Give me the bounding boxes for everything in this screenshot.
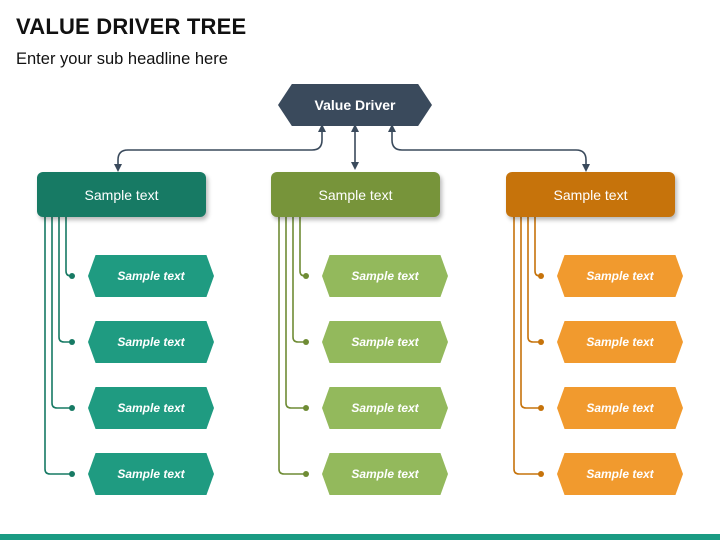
page-title: VALUE DRIVER TREE bbox=[16, 14, 247, 39]
branch-1-leaf-1: Sample text bbox=[88, 255, 214, 297]
branch-header-1: Sample text bbox=[37, 172, 206, 217]
branch-3-leaf-4: Sample text bbox=[557, 453, 683, 495]
page-subtitle: Enter your sub headline here bbox=[16, 50, 228, 68]
branch-3-leaf-2-label: Sample text bbox=[586, 335, 654, 349]
connector-dot-branch-1-leaf-3 bbox=[69, 405, 75, 411]
branch-header-2-label: Sample text bbox=[318, 186, 393, 203]
connector-branch-3-leaf-3 bbox=[520, 217, 541, 409]
connector-branch-2-leaf-1 bbox=[299, 217, 306, 277]
connector-dot-branch-2-leaf-2 bbox=[303, 339, 309, 345]
connector-dot-branch-3-leaf-3 bbox=[538, 405, 544, 411]
connector-root-right bbox=[388, 124, 590, 172]
branch-1-leaf-4-label: Sample text bbox=[117, 467, 185, 481]
connector-branch-2-leaf-4 bbox=[278, 217, 306, 475]
connector-dot-branch-2-leaf-1 bbox=[303, 273, 309, 279]
connector-branch-3-leaf-4 bbox=[513, 217, 541, 475]
connector-branch-2-leaf-2 bbox=[292, 217, 306, 343]
branch-2-leaf-1-label: Sample text bbox=[351, 269, 419, 283]
connector-branch-1-leaf-2 bbox=[58, 217, 72, 343]
branch-header-2: Sample text bbox=[271, 172, 440, 217]
branch-3-leaf-3: Sample text bbox=[557, 387, 683, 429]
branch-3-leaf-1: Sample text bbox=[557, 255, 683, 297]
branch-header-3-label: Sample text bbox=[553, 186, 628, 203]
branch-2-leaf-1: Sample text bbox=[322, 255, 448, 297]
connector-dot-branch-3-leaf-2 bbox=[538, 339, 544, 345]
connector-dot-branch-3-leaf-1 bbox=[538, 273, 544, 279]
branch-2-leaf-2: Sample text bbox=[322, 321, 448, 363]
branch-2-leaf-4: Sample text bbox=[322, 453, 448, 495]
branch-header-1-label: Sample text bbox=[84, 186, 159, 203]
branch-3-leaf-2: Sample text bbox=[557, 321, 683, 363]
branch-1-leaf-2-label: Sample text bbox=[117, 335, 185, 349]
branch-3-leaf-4-label: Sample text bbox=[586, 467, 654, 481]
branch-1-leaf-4: Sample text bbox=[88, 453, 214, 495]
branch-1-leaf-3: Sample text bbox=[88, 387, 214, 429]
branch-3-leaf-3-label: Sample text bbox=[586, 401, 654, 415]
branch-1-leaf-3-label: Sample text bbox=[117, 401, 185, 415]
branch-2-leaf-3-label: Sample text bbox=[351, 401, 419, 415]
connector-branch-2-leaf-3 bbox=[285, 217, 306, 409]
branch-2-leaf-3: Sample text bbox=[322, 387, 448, 429]
branch-1-leaf-2: Sample text bbox=[88, 321, 214, 363]
connector-dot-branch-1-leaf-4 bbox=[69, 471, 75, 477]
connector-branch-3-leaf-2 bbox=[527, 217, 541, 343]
connector-dot-branch-3-leaf-4 bbox=[538, 471, 544, 477]
branch-2-leaf-4-label: Sample text bbox=[351, 467, 419, 481]
connector-branch-3-leaf-1 bbox=[534, 217, 541, 277]
connector-branch-1-leaf-4 bbox=[44, 217, 72, 475]
value-driver-label: Value Driver bbox=[314, 97, 396, 113]
footer-accent-bar bbox=[0, 534, 720, 540]
value-driver-root: Value Driver bbox=[278, 84, 432, 126]
branch-1-leaf-1-label: Sample text bbox=[117, 269, 185, 283]
connector-branch-1-leaf-1 bbox=[65, 217, 72, 277]
connector-branch-1-leaf-3 bbox=[51, 217, 72, 409]
branch-2-leaf-2-label: Sample text bbox=[351, 335, 419, 349]
connector-root-left bbox=[114, 124, 326, 172]
connector-dot-branch-2-leaf-3 bbox=[303, 405, 309, 411]
branch-3-leaf-1-label: Sample text bbox=[586, 269, 654, 283]
connector-dot-branch-2-leaf-4 bbox=[303, 471, 309, 477]
connector-dot-branch-1-leaf-2 bbox=[69, 339, 75, 345]
branch-header-3: Sample text bbox=[506, 172, 675, 217]
connector-dot-branch-1-leaf-1 bbox=[69, 273, 75, 279]
